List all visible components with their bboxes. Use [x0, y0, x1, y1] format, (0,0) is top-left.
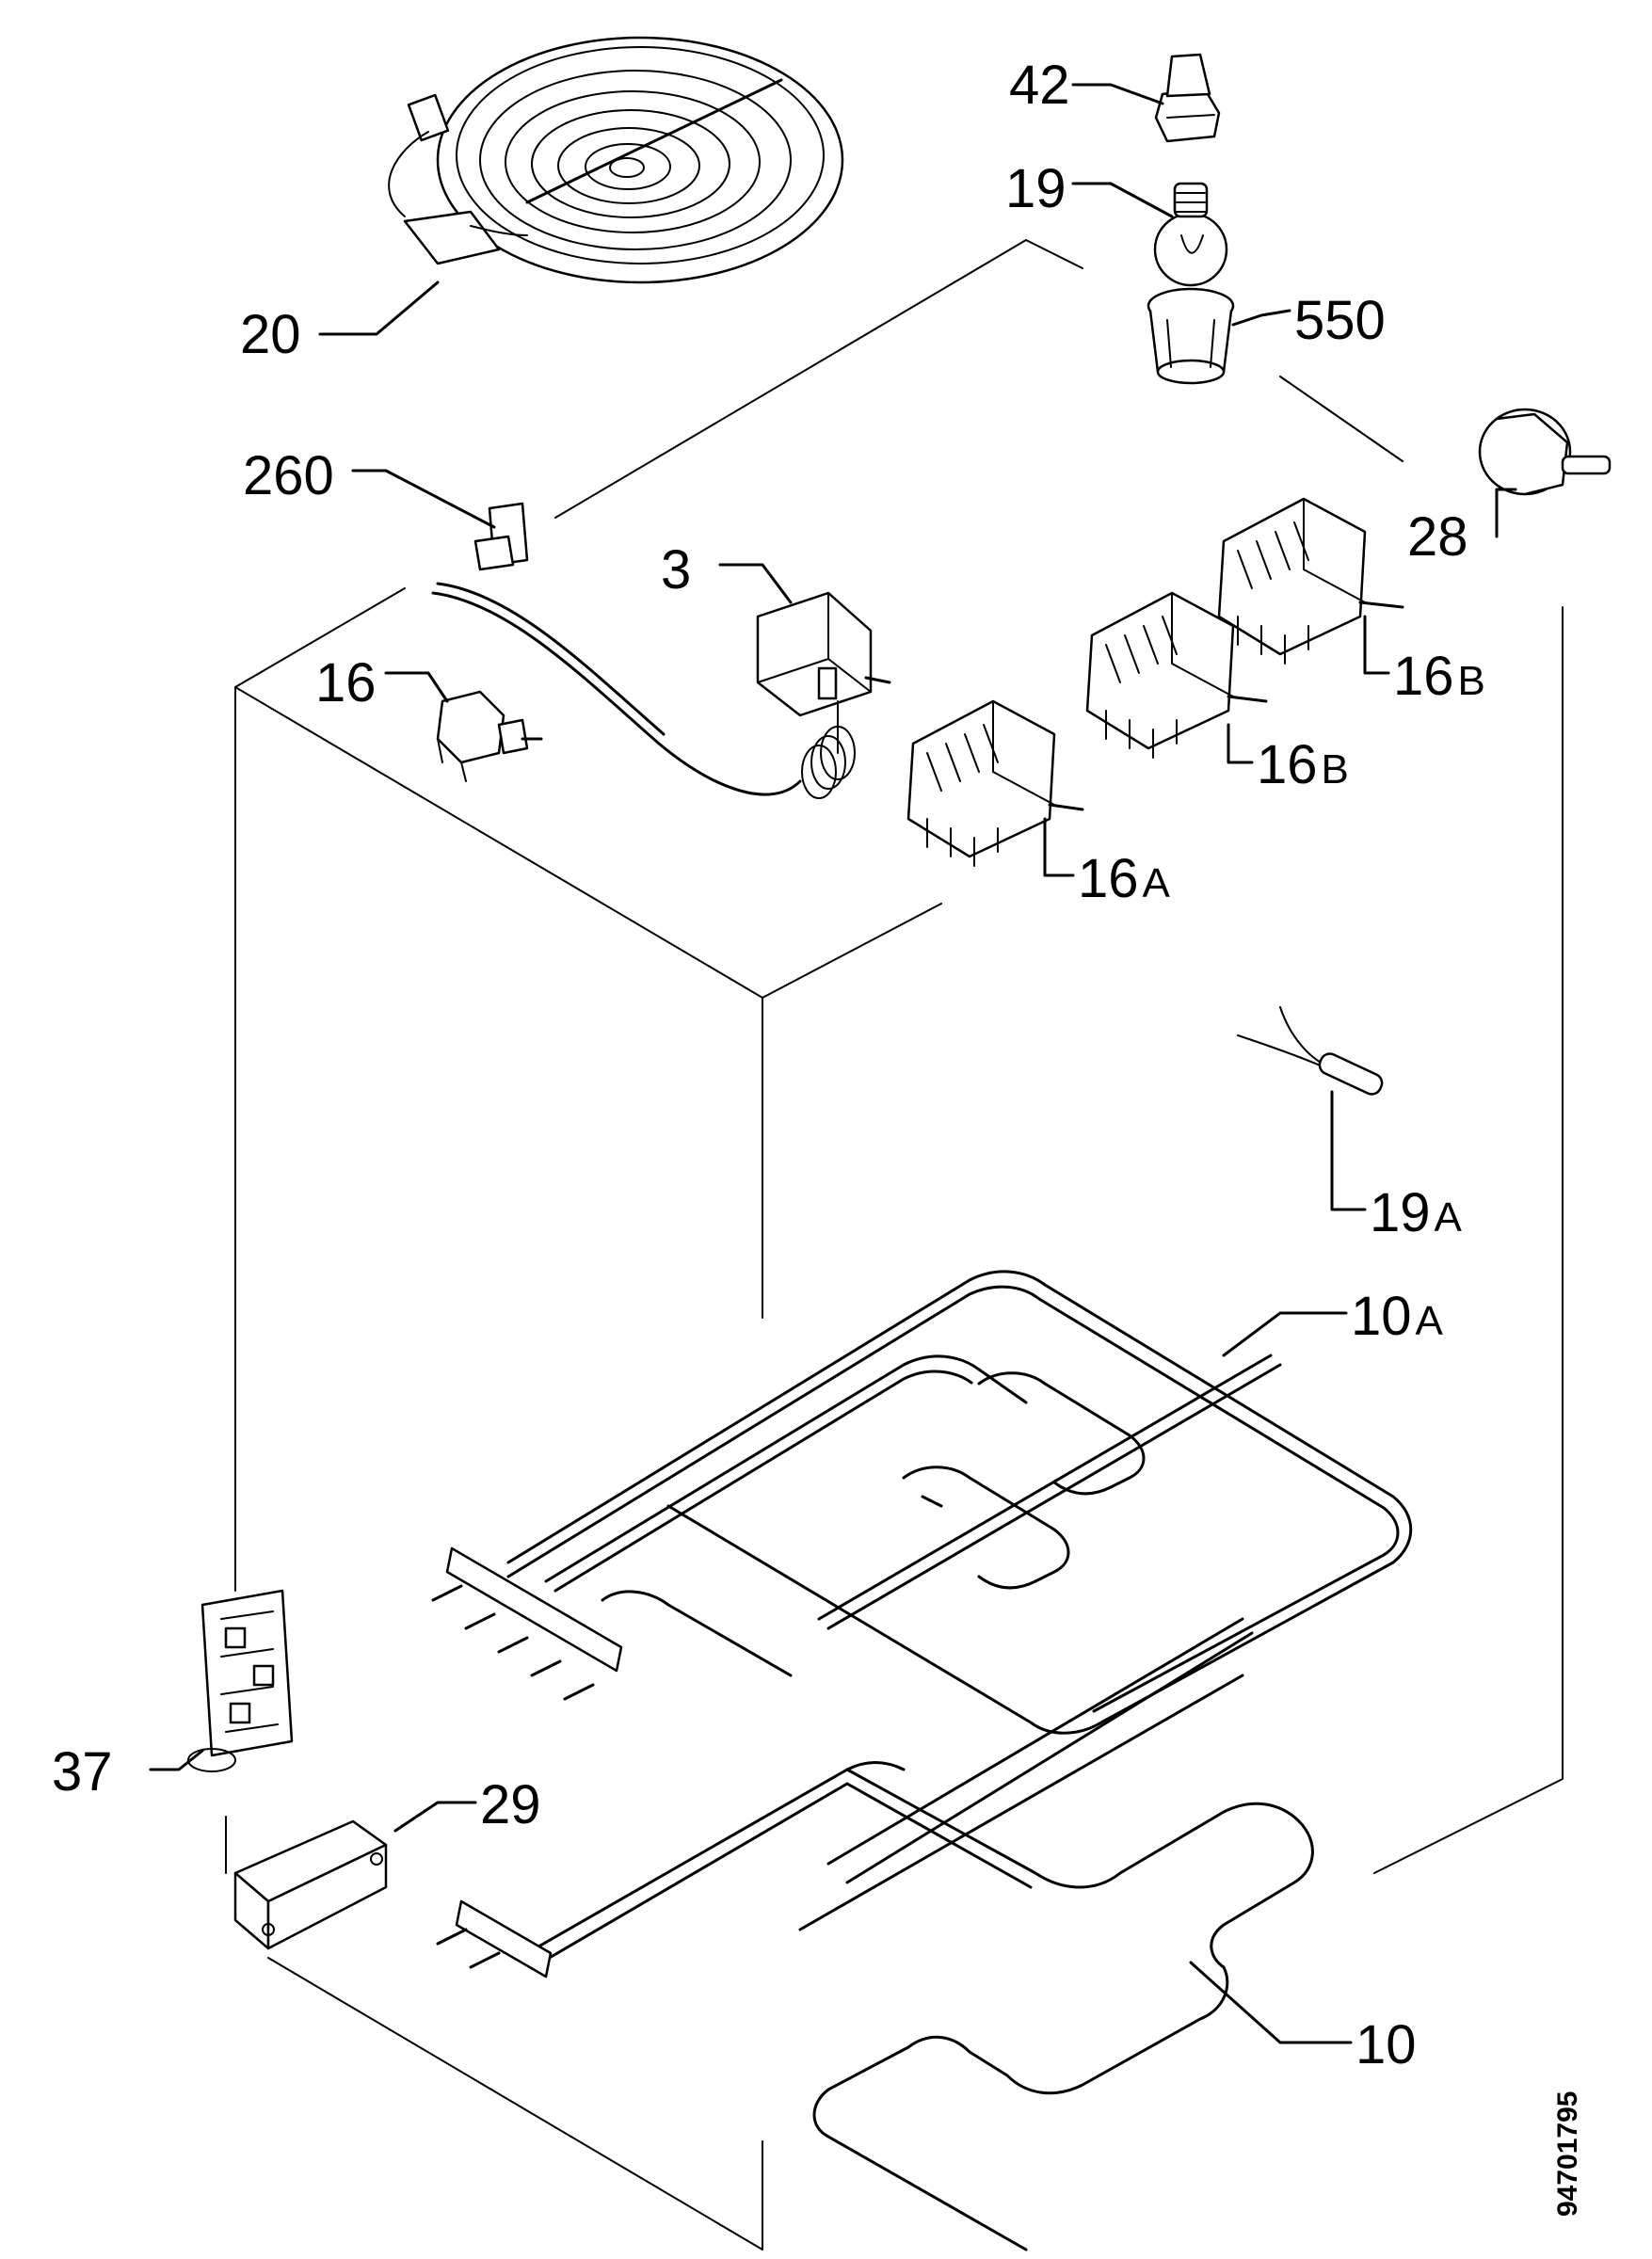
callout-19A: 19A — [1370, 1182, 1463, 1243]
cabinet-outline — [225, 239, 1564, 2251]
callout-16: 16 — [315, 652, 377, 713]
callout-550: 550 — [1294, 290, 1386, 351]
grill-element-part-10A — [506, 1270, 1413, 1735]
base-element-part-10 — [525, 1617, 1314, 2251]
lamp-bulb-part-19 — [1153, 182, 1228, 287]
grill-element-10A-terminal-plate — [431, 1546, 623, 1701]
leader-lines — [149, 83, 1517, 2044]
terminal-block-part-29 — [233, 1819, 388, 1950]
lamp-cover-part-550 — [1147, 287, 1235, 385]
callout-260: 260 — [243, 445, 334, 506]
selector-switch-part-16B-lower — [1085, 591, 1268, 759]
temperature-probe-part-19A — [1237, 1006, 1384, 1096]
drawing-code: 94701795 — [1552, 2091, 1583, 2217]
lamp-holder-part-42 — [1154, 53, 1221, 143]
callout-16B-upper: 16B — [1393, 646, 1485, 707]
callout-16B-lower: 16B — [1257, 734, 1349, 795]
callout-19: 19 — [1005, 158, 1067, 219]
selector-switch-part-16B-upper — [1217, 497, 1404, 665]
callout-10A: 10A — [1351, 1286, 1444, 1347]
callout-16A: 16A — [1078, 848, 1171, 909]
callout-42: 42 — [1009, 55, 1070, 116]
selector-switch-part-16A — [906, 699, 1084, 867]
callout-28: 28 — [1407, 506, 1468, 568]
door-lock-part-37 — [187, 1589, 294, 1772]
callout-labels: 42 19 550 20 260 3 28 16 16B 16B 16A 19A… — [52, 55, 1485, 2075]
base-element-10-terminal-plate — [436, 1899, 553, 1979]
callout-37: 37 — [52, 1741, 113, 1802]
hob-element-part-20 — [388, 36, 844, 284]
thermostat-part-3 — [431, 582, 891, 799]
motor-part-28 — [1478, 408, 1612, 496]
clip-part-260 — [473, 502, 529, 571]
callout-20: 20 — [240, 304, 301, 365]
switch-part-16 — [436, 690, 543, 782]
callout-10: 10 — [1355, 2014, 1417, 2075]
callout-29: 29 — [480, 1774, 541, 1835]
callout-3: 3 — [661, 539, 691, 601]
